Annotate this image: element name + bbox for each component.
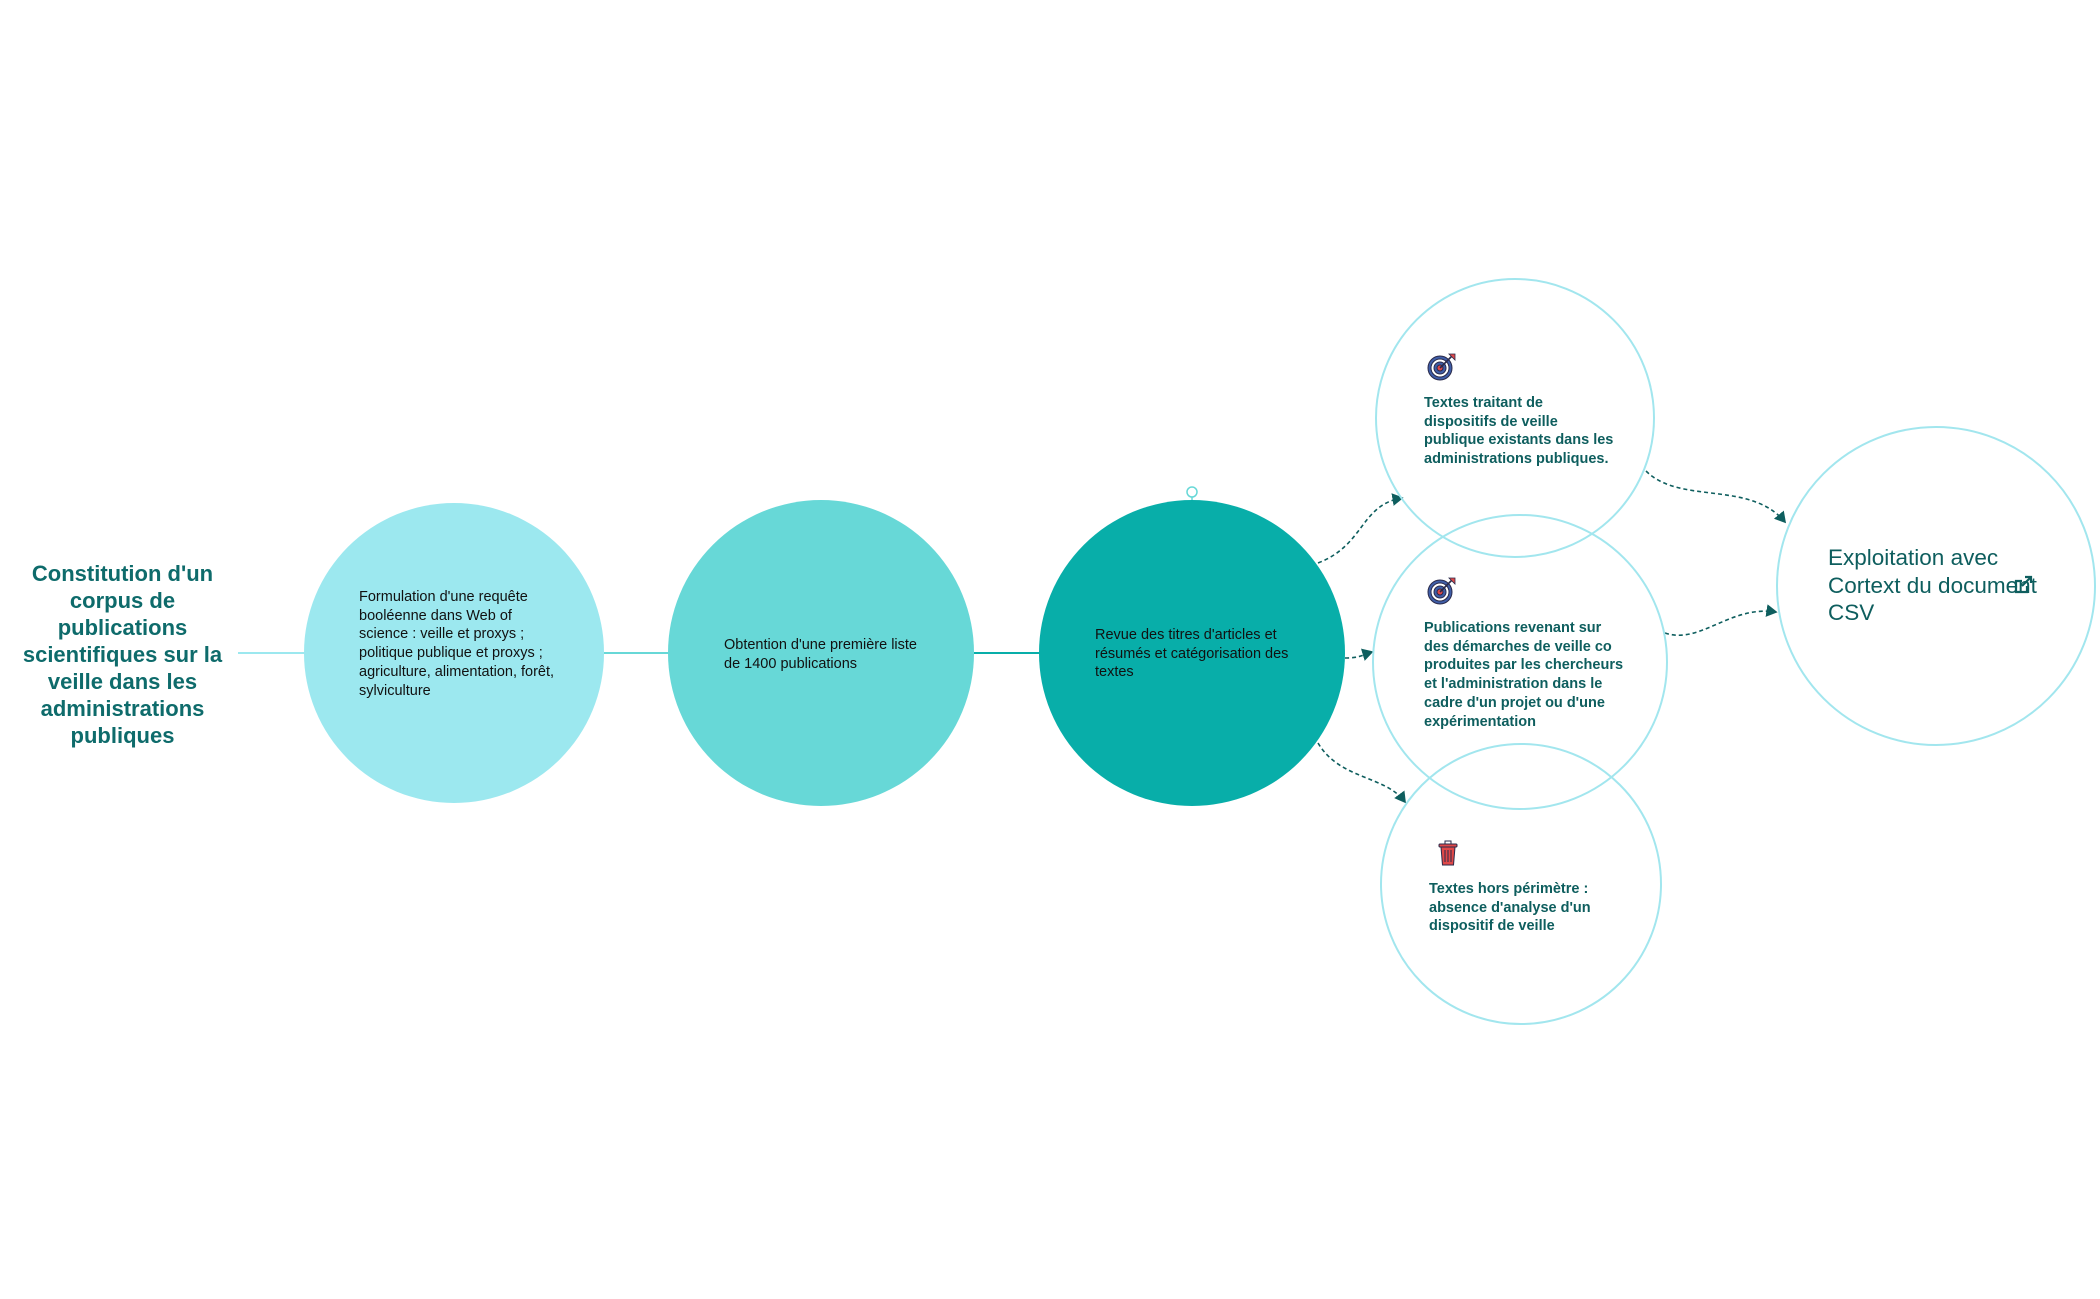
trash-icon	[1438, 840, 1458, 866]
step-2-label: Obtention d'une première liste de 1400 p…	[724, 637, 917, 672]
category-3-label: Textes hors périmètre : absence d'analys…	[1429, 881, 1591, 935]
output-node[interactable]	[1776, 426, 2096, 746]
step-1-node[interactable]	[304, 503, 604, 803]
step-2-node[interactable]	[668, 500, 974, 806]
category-2-label: Publications revenant sur des démarches …	[1424, 620, 1624, 730]
output-label: Exploitation avec Cortext du document CS…	[1828, 545, 2037, 625]
step-1-label: Formulation d'une requête booléenne dans…	[359, 589, 555, 699]
external-link-icon[interactable]	[2012, 574, 2034, 596]
step-3-label: Revue des titres d'articles et résumés e…	[1095, 627, 1289, 681]
target-icon	[1427, 577, 1456, 605]
root-title: Constitution d'un corpus de publications…	[22, 561, 223, 748]
target-icon	[1427, 353, 1456, 381]
step-3-node[interactable]	[1039, 500, 1345, 806]
category-1-label: Textes traitant de dispositifs de veille…	[1424, 395, 1614, 468]
category-3-node[interactable]	[1380, 743, 1662, 1025]
